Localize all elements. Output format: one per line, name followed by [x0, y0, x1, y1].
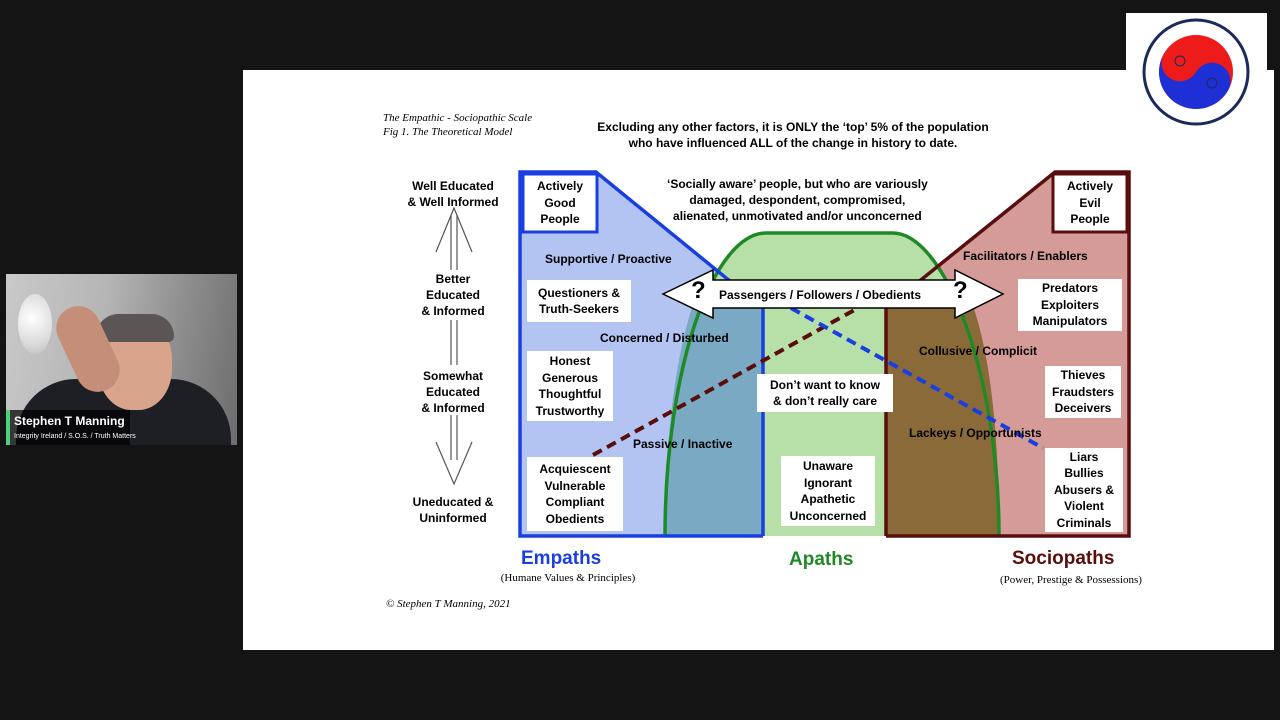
dotted-trend-line-sociopath	[592, 306, 859, 457]
supportive-label: Supportive / Proactive	[545, 252, 672, 266]
copyright-text: © Stephen T Manning, 2021	[386, 598, 511, 610]
overlap-empath-apath	[665, 290, 763, 536]
slide-subtitle: Fig 1. The Theoretical Model	[383, 126, 513, 138]
scale-top-label: Well Educated& Well Informed	[407, 179, 499, 209]
participant-nametag: Stephen T Manning Integrity Ireland / S.…	[6, 410, 136, 445]
actively-good-box-border	[521, 172, 599, 234]
apath-outline	[663, 231, 1001, 537]
empaths-title: Empaths	[521, 548, 602, 569]
dotted-trend-line-empath	[790, 306, 1044, 450]
population-note: Excluding any other factors, it is ONLY …	[597, 120, 989, 150]
concerned-label: Concerned / Disturbed	[600, 331, 729, 345]
questioners-box: Questioners &Truth-Seekers	[527, 280, 631, 322]
scale-bottom-label: Uneducated &Uninformed	[412, 495, 494, 525]
question-mark-right: ?	[953, 277, 968, 304]
shared-slide: The Empathic - Sociopathic Scale Fig 1. …	[243, 70, 1274, 650]
scale-diagram	[435, 170, 1131, 538]
participant-name: Stephen T Manning	[14, 414, 125, 428]
socially-aware-text: ‘Socially aware’ people, but who are var…	[667, 177, 928, 223]
passengers-label: Passengers / Followers / Obedients	[719, 288, 922, 302]
participant-video[interactable]	[6, 274, 237, 445]
empaths-subtitle: (Humane Values & Principles)	[500, 572, 636, 584]
sociopaths-title: Sociopaths	[1012, 548, 1115, 569]
passive-label: Passive / Inactive	[633, 437, 733, 451]
actively-evil-box-border	[1051, 172, 1129, 234]
apaths-title: Apaths	[789, 549, 854, 570]
video-person-hair	[96, 314, 174, 342]
question-mark-left: ?	[691, 277, 706, 304]
arrow-down-icon	[435, 441, 473, 486]
video-lamp	[18, 294, 52, 354]
logo-panel	[1126, 13, 1267, 131]
empath-outline	[518, 170, 765, 538]
collusive-label: Collusive / Complicit	[919, 344, 1038, 358]
passengers-double-arrow	[661, 268, 1005, 320]
sociopath-outline	[884, 170, 1131, 538]
participant-subtitle: Integrity Ireland / S.O.S. / Truth Matte…	[14, 433, 136, 440]
sociopaths-subtitle: (Power, Prestige & Possessions)	[1000, 574, 1142, 586]
slide-title: The Empathic - Sociopathic Scale	[383, 112, 533, 124]
lackeys-label: Lackeys / Opportunists	[909, 426, 1042, 440]
yin-yang-icon	[1142, 18, 1250, 126]
arrow-up-icon	[435, 206, 473, 253]
dont-want-box: Don’t want to know& don’t really care	[757, 374, 893, 412]
overlap-apath-sociopath	[886, 290, 999, 536]
facilitators-label: Facilitators / Enablers	[963, 249, 1088, 263]
